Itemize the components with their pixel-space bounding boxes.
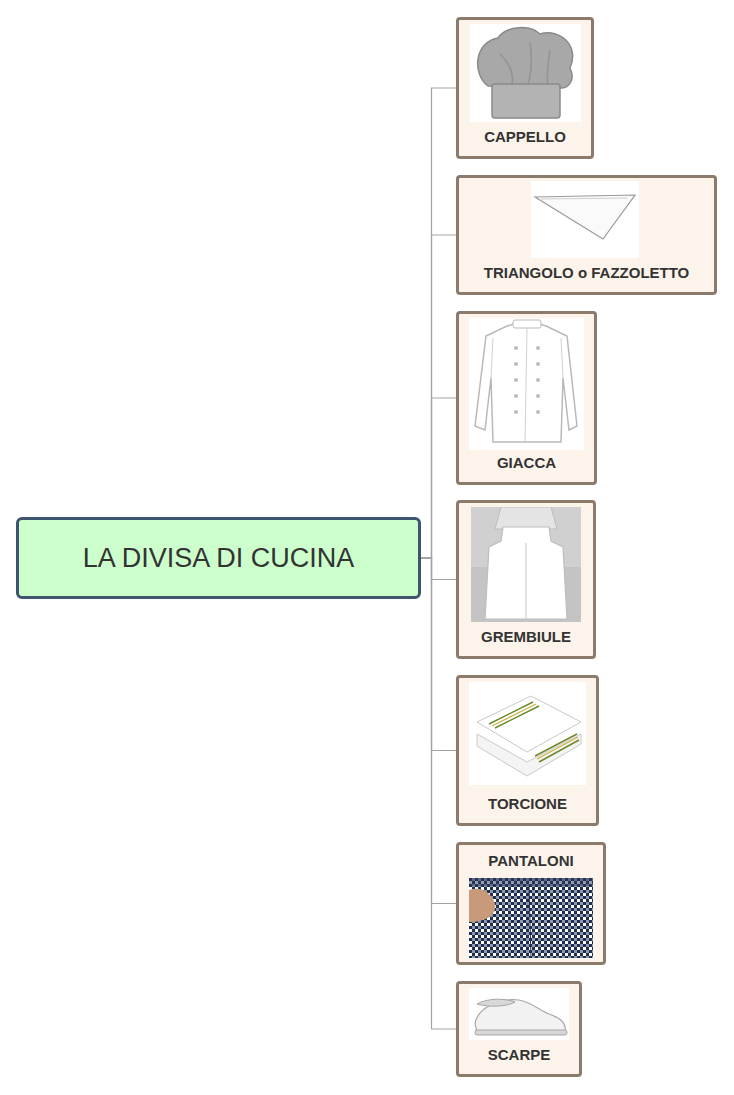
item-picture — [469, 988, 569, 1040]
central-topic-box: LA DIVISA DI CUCINA — [16, 517, 421, 599]
item-box: TRIANGOLO o FAZZOLETTO — [456, 175, 717, 295]
item-picture — [470, 24, 581, 122]
item-label: SCARPE — [488, 1046, 551, 1064]
branch-connector — [421, 398, 456, 558]
item-label: CAPPELLO — [484, 128, 566, 146]
branch-connector — [421, 235, 456, 558]
item-picture — [469, 682, 586, 785]
topic-title: LA DIVISA DI CUCINA — [83, 543, 355, 574]
item-picture — [469, 878, 593, 958]
branch-connector — [421, 558, 456, 904]
branch-connector — [421, 558, 456, 751]
item-label: PANTALONI — [488, 852, 573, 870]
item-label: GREMBIULE — [481, 628, 571, 646]
item-picture — [469, 318, 584, 450]
item-picture — [469, 682, 586, 785]
item-box: SCARPE — [456, 981, 582, 1077]
item-picture — [469, 988, 569, 1040]
item-label: TRIANGOLO o FAZZOLETTO — [484, 264, 690, 282]
item-picture — [471, 507, 581, 622]
branch-connector — [421, 558, 456, 1029]
item-picture — [531, 181, 639, 258]
item-box: CAPPELLO — [456, 17, 594, 159]
item-picture — [469, 318, 584, 450]
item-box: GREMBIULE — [456, 500, 596, 659]
item-box: PANTALONI — [456, 842, 606, 965]
item-picture — [471, 507, 581, 622]
branch-connector — [421, 88, 456, 558]
item-box: GIACCA — [456, 311, 597, 485]
branch-connector — [421, 558, 456, 580]
item-label: GIACCA — [497, 454, 556, 472]
item-picture — [531, 181, 639, 258]
item-picture — [470, 24, 581, 122]
item-label: TORCIONE — [488, 795, 567, 813]
item-picture — [469, 878, 593, 958]
item-box: TORCIONE — [456, 675, 599, 826]
